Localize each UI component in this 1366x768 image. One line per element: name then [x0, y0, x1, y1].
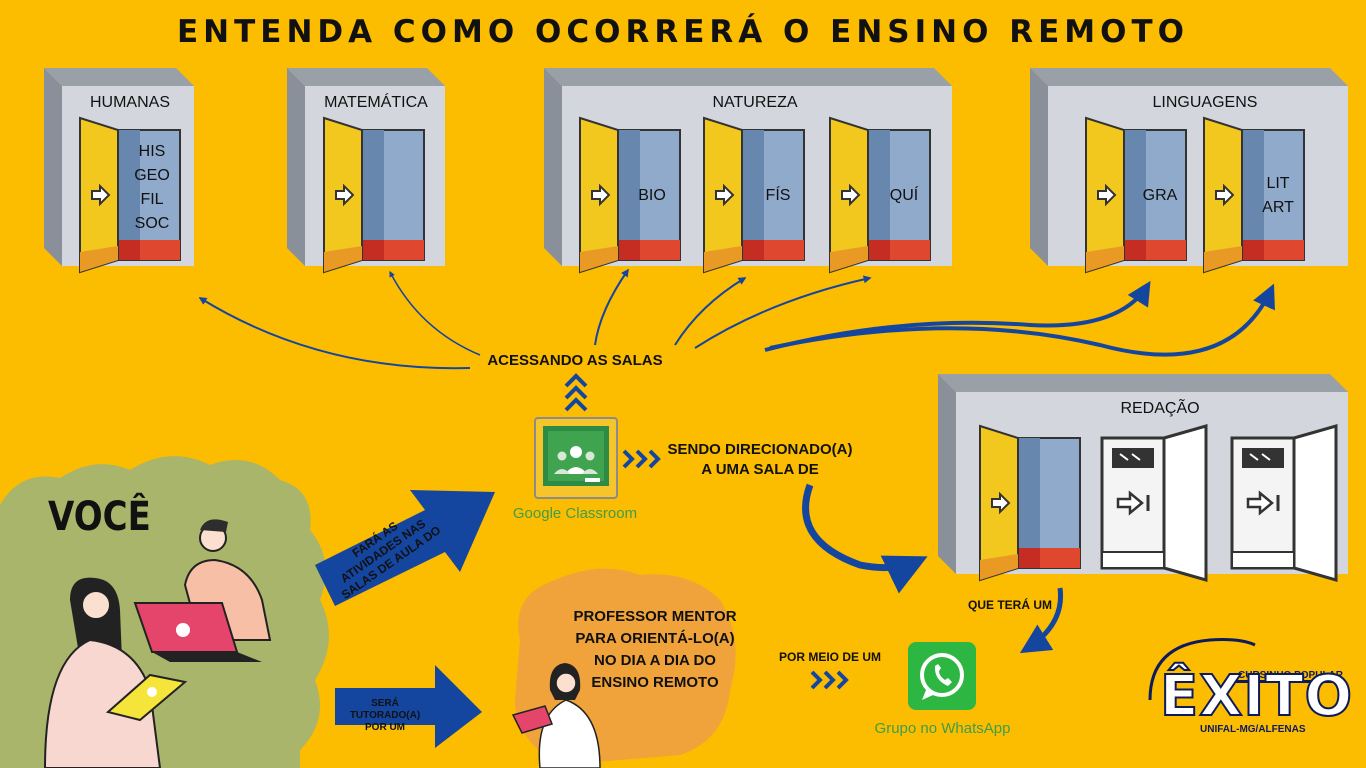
- room-label-matematica: MATEMÁTICA: [324, 94, 428, 111]
- door-subject: QUÍ: [889, 187, 919, 204]
- door-subject: LIT: [1266, 175, 1290, 192]
- logo-arc: [1148, 638, 1256, 701]
- door-subject: HIS: [138, 143, 166, 160]
- door-subject: ART: [1262, 199, 1294, 216]
- door-matematica: [323, 116, 425, 274]
- door-fis: [703, 116, 805, 274]
- page-title: ENTENDA COMO OCORRERÁ O ENSINO REMOTO: [177, 14, 1189, 50]
- room-label-redacao: REDAÇÃO: [1120, 400, 1200, 417]
- people-illustration: [43, 519, 601, 768]
- door-redacao-closed-1: [1100, 424, 1208, 582]
- room-label-natureza: NATUREZA: [712, 94, 798, 111]
- directed-label: SENDO DIRECIONADO(A) A UMA SALA DE: [667, 441, 853, 478]
- right-chevrons-classroom: [622, 449, 661, 469]
- whatsapp-caption: Grupo no WhatsApp: [874, 720, 1011, 737]
- you-label: VOCÊ: [48, 494, 151, 540]
- up-chevrons: [564, 373, 588, 412]
- door-subject: GEO: [134, 167, 170, 184]
- tutored-label: SERÁ TUTORADO(A) POR UM: [349, 698, 421, 733]
- door-subject: FÍS: [765, 187, 791, 204]
- activities-arrow: [315, 490, 495, 606]
- room-label-humanas: HUMANAS: [89, 94, 170, 111]
- accessing-rooms-label: ACESSANDO AS SALAS: [487, 352, 663, 369]
- classroom-caption: Google Classroom: [512, 505, 638, 522]
- that-has-label: QUE TERÁ UM: [968, 598, 1052, 612]
- door-subject: BIO: [638, 187, 666, 204]
- right-chevrons-whatsapp: [810, 670, 849, 690]
- door-lit-art: [1203, 116, 1305, 274]
- google-classroom-icon: [534, 417, 618, 499]
- by-means-label: POR MEIO DE UM: [778, 650, 881, 664]
- door-subject: GRA: [1142, 187, 1178, 204]
- logo-bottom-text: UNIFAL-MG/ALFENAS: [1200, 724, 1306, 735]
- door-redacao-closed-2: [1230, 424, 1338, 582]
- mentor-label: PROFESSOR MENTOR PARA ORIENTÁ-LO(A) NO D…: [573, 608, 737, 691]
- door-humanas: [79, 116, 181, 274]
- whatsapp-icon: [908, 642, 976, 710]
- door-bio: [579, 116, 681, 274]
- logo-main-text: ÊXITO: [1159, 663, 1354, 730]
- room-label-linguagens: LINGUAGENS: [1152, 94, 1258, 111]
- door-qui: [829, 116, 931, 274]
- tutored-arrow: [335, 665, 482, 748]
- logo-top-text: CURSINHO POPULAR: [1238, 670, 1344, 681]
- door-subject: SOC: [134, 215, 170, 232]
- door-subject: FIL: [140, 191, 164, 208]
- door-redacao: [979, 424, 1081, 582]
- door-gra: [1085, 116, 1187, 274]
